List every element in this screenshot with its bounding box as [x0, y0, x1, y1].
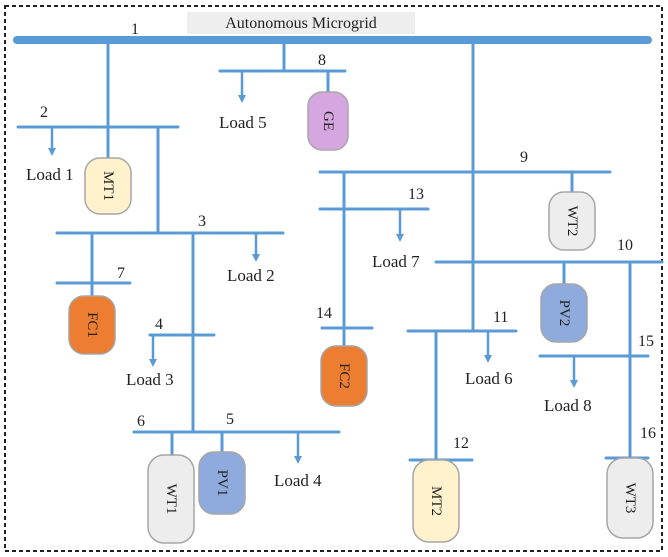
bus-number-2: 2	[40, 104, 48, 121]
bus-number-7: 7	[117, 265, 125, 282]
title-background	[187, 12, 415, 34]
mt2-symbol	[412, 459, 460, 543]
pv2-label: PV2	[556, 300, 572, 327]
load-5-label: Load 5	[219, 113, 267, 132]
generator-wt2: WT2	[548, 191, 596, 251]
fc2-symbol	[320, 345, 368, 407]
bus-numbers: 1 2 3 4 5 6 7 8 9 10 11 12 13 14 15 16	[40, 21, 656, 452]
generator-stubs	[90, 71, 574, 452]
bus-number-4: 4	[155, 316, 163, 333]
wt3-symbol	[606, 457, 654, 539]
fc2-label: FC2	[336, 363, 352, 389]
load-4-label: Load 4	[274, 471, 322, 490]
wt2-symbol	[548, 191, 596, 251]
mt1-symbol	[84, 157, 132, 215]
generator-fc2: FC2	[320, 345, 368, 407]
bus-number-11: 11	[493, 309, 508, 326]
bus-number-8: 8	[318, 52, 326, 69]
bus-number-13: 13	[408, 186, 424, 203]
generator-pv1: PV1	[198, 451, 246, 515]
load-1-label: Load 1	[26, 165, 74, 184]
fc1-label: FC1	[84, 312, 100, 338]
bus-number-5: 5	[226, 411, 234, 428]
mt1-label: MT1	[100, 171, 116, 201]
load-7-label: Load 7	[372, 252, 420, 271]
generator-ge: GE	[307, 91, 349, 151]
generator-fc1: FC1	[68, 295, 116, 355]
load-2-label: Load 2	[227, 266, 275, 285]
bus-number-16: 16	[640, 425, 656, 442]
diagram-title: Autonomous Microgrid	[225, 15, 377, 32]
wt1-label: WT1	[163, 484, 179, 515]
bus-number-10: 10	[617, 237, 633, 254]
load-3-label: Load 3	[126, 370, 174, 389]
load-6-label: Load 6	[465, 369, 513, 388]
pv1-label: PV1	[214, 470, 230, 497]
bus-number-9: 9	[520, 149, 528, 166]
wt3-label: WT3	[622, 483, 638, 514]
microgrid-boundary	[4, 5, 663, 552]
fc1-symbol	[68, 295, 116, 355]
ge-symbol	[307, 91, 349, 151]
load-labels: Load 1 Load 2 Load 3 Load 4 Load 5 Load …	[26, 113, 592, 490]
generator-wt1: WT1	[147, 454, 195, 544]
bus-number-1: 1	[131, 21, 139, 38]
generator-pv2: PV2	[540, 283, 588, 343]
load-arrows	[48, 71, 578, 464]
generator-wt3: WT3	[606, 457, 654, 539]
pv1-symbol	[198, 451, 246, 515]
pv2-symbol	[540, 283, 588, 343]
mt2-label: MT2	[428, 486, 444, 516]
load-8-label: Load 8	[544, 396, 592, 415]
wt2-label: WT2	[564, 206, 580, 237]
generator-mt1: MT1	[84, 157, 132, 215]
wt1-symbol	[147, 454, 195, 544]
bus-number-6: 6	[137, 413, 145, 430]
bus-number-12: 12	[453, 435, 469, 452]
generator-mt2: MT2	[412, 459, 460, 543]
bus-number-3: 3	[198, 213, 206, 230]
bus-number-14: 14	[316, 305, 332, 322]
ge-label: GE	[320, 111, 336, 131]
feeders	[90, 40, 632, 460]
bus-number-15: 15	[638, 333, 654, 350]
